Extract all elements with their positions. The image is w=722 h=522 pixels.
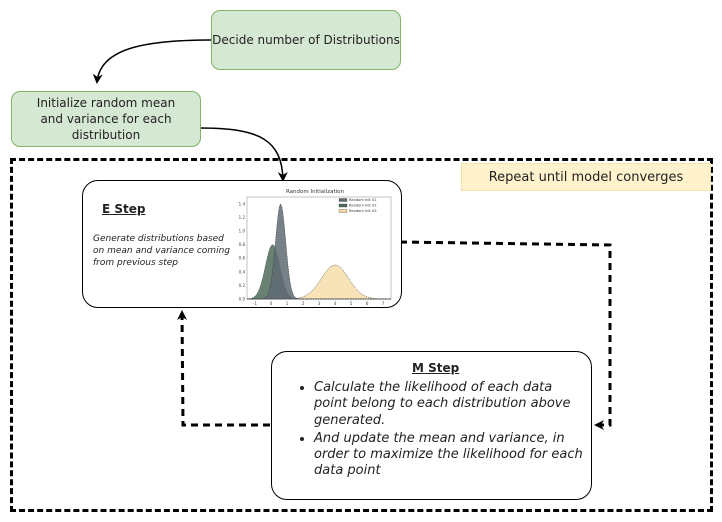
legend-swatch xyxy=(338,209,348,213)
arrow-estep-to-mstep xyxy=(399,240,612,430)
x-tick-label: 7 xyxy=(382,301,385,305)
repeat-loop-container xyxy=(10,158,713,512)
e-step-description: Generate distributions based on mean and… xyxy=(93,234,230,269)
legend-swatch xyxy=(338,198,348,202)
chart-title: Random Initialization xyxy=(286,189,345,195)
legend-label: Random Init 02 xyxy=(349,204,376,208)
x-tick-label: 3 xyxy=(318,301,321,305)
m-step-title: M Step xyxy=(412,361,460,375)
x-tick-label: 2 xyxy=(302,301,305,305)
m-step-node: M Step Calculate the likelihood of each … xyxy=(271,351,592,500)
m-step-bullet: And update the mean and variance, in ord… xyxy=(314,431,586,480)
initialize-node: Initialize random mean and variance for … xyxy=(11,91,201,147)
random-init-chart: Random Initialization 0.0 0.2 0.4 0.6 0.8 1.0… xyxy=(239,189,392,305)
arrow-initialize-to-estep xyxy=(199,127,288,182)
series-area-1 xyxy=(247,203,391,300)
e-step-title: E Step xyxy=(102,202,146,216)
chart-y-ticks: 0.0 0.2 0.4 0.6 0.8 1.0 1.2 1.4 xyxy=(239,201,246,301)
chart-marks xyxy=(246,203,392,300)
x-tick-label: 4 xyxy=(334,301,337,305)
y-tick-label: 0.0 xyxy=(239,297,246,302)
m-step-bullet-list: Calculate the likelihood of each data po… xyxy=(296,380,586,482)
x-tick-label: 6 xyxy=(366,301,369,305)
arrow-mstep-to-estep xyxy=(177,310,270,427)
y-tick-label: 0.8 xyxy=(239,242,246,247)
legend-label: Random Init 01 xyxy=(349,198,376,202)
arrow-decide-to-initialize xyxy=(92,39,212,84)
e-step-node: E Step Generate distributions based on m… xyxy=(82,180,402,308)
decide-distributions-node: Decide number of Distributions xyxy=(211,10,401,70)
initialize-label: Initialize random mean and variance for … xyxy=(36,95,176,143)
decide-distributions-label: Decide number of Distributions xyxy=(212,32,400,47)
repeat-note-label: Repeat until model converges xyxy=(488,169,684,185)
chart-x-ticks: -1 0 1 2 3 4 5 6 7 xyxy=(253,301,385,305)
x-tick-label: 0 xyxy=(270,301,273,305)
x-tick-label: -1 xyxy=(253,301,257,305)
y-tick-label: 1.0 xyxy=(239,229,246,234)
y-tick-label: 0.4 xyxy=(239,269,246,274)
x-tick-label: 5 xyxy=(350,301,353,305)
x-tick-label: 1 xyxy=(286,301,289,305)
m-step-bullet: Calculate the likelihood of each data po… xyxy=(314,380,586,429)
y-tick-label: 0.6 xyxy=(239,256,246,261)
y-tick-label: 1.4 xyxy=(239,201,246,206)
y-tick-label: 0.2 xyxy=(239,283,246,288)
repeat-note: Repeat until model converges xyxy=(461,163,711,191)
y-tick-label: 1.2 xyxy=(239,215,246,220)
legend-label: Random Init 03 xyxy=(349,209,376,213)
legend-swatch xyxy=(338,203,348,208)
